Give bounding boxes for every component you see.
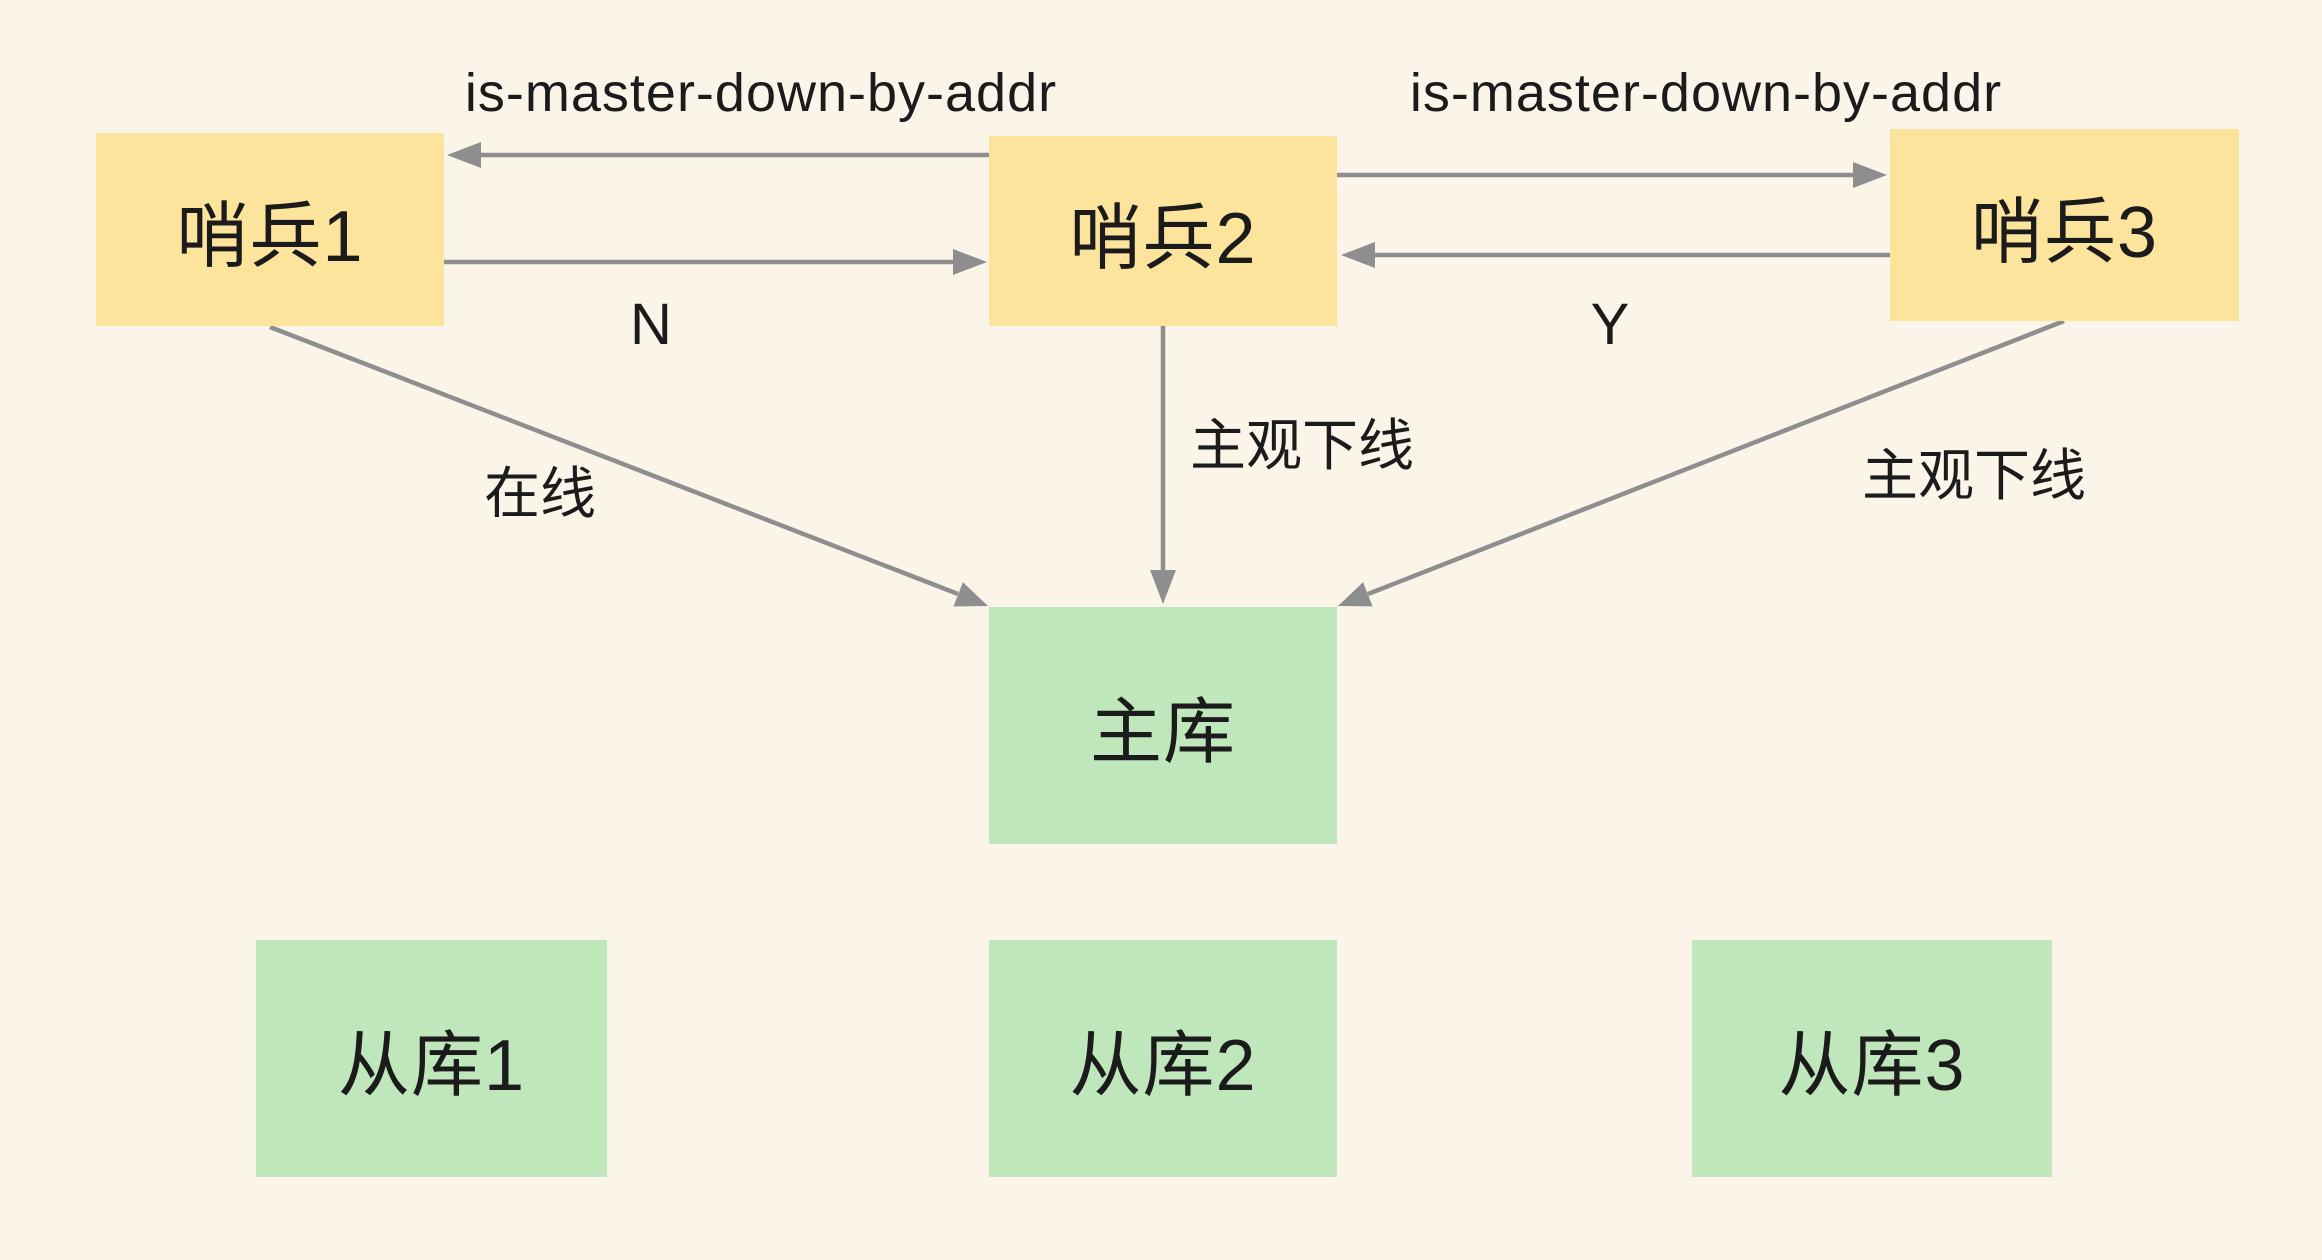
edge-label-is-master-down-right: is-master-down-by-addr [1409,63,2003,123]
arrow-sentinel1-to-master [269,324,988,607]
edge-label-subjective-down-center: 主观下线 [1190,414,1414,477]
arrow-sentinel2-to-sentinel1 [447,142,989,168]
node-master-db: 主库 [989,607,1337,844]
node-sentinel-3: 哨兵3 [1890,129,2239,321]
arrow-sentinel2-to-master [1150,326,1176,604]
node-slave-db-1: 从库1 [256,940,607,1177]
node-slave-db-3: 从库3 [1692,940,2052,1177]
arrow-sentinel1-to-sentinel2 [444,249,987,275]
edge-label-online: 在线 [484,462,596,525]
node-sentinel-1: 哨兵1 [96,133,444,326]
arrow-sentinel3-to-sentinel2 [1341,242,1890,268]
edge-label-subjective-down-right: 主观下线 [1862,444,2086,507]
arrow-sentinel3-to-master [1338,318,2065,607]
node-slave-db-2: 从库2 [989,940,1337,1177]
edge-label-reply-n: N [630,292,672,357]
edge-label-reply-y: Y [1590,292,1630,357]
arrow-sentinel2-to-sentinel3 [1337,162,1887,188]
edge-label-is-master-down-left: is-master-down-by-addr [464,63,1058,123]
node-sentinel-2: 哨兵2 [989,136,1337,326]
